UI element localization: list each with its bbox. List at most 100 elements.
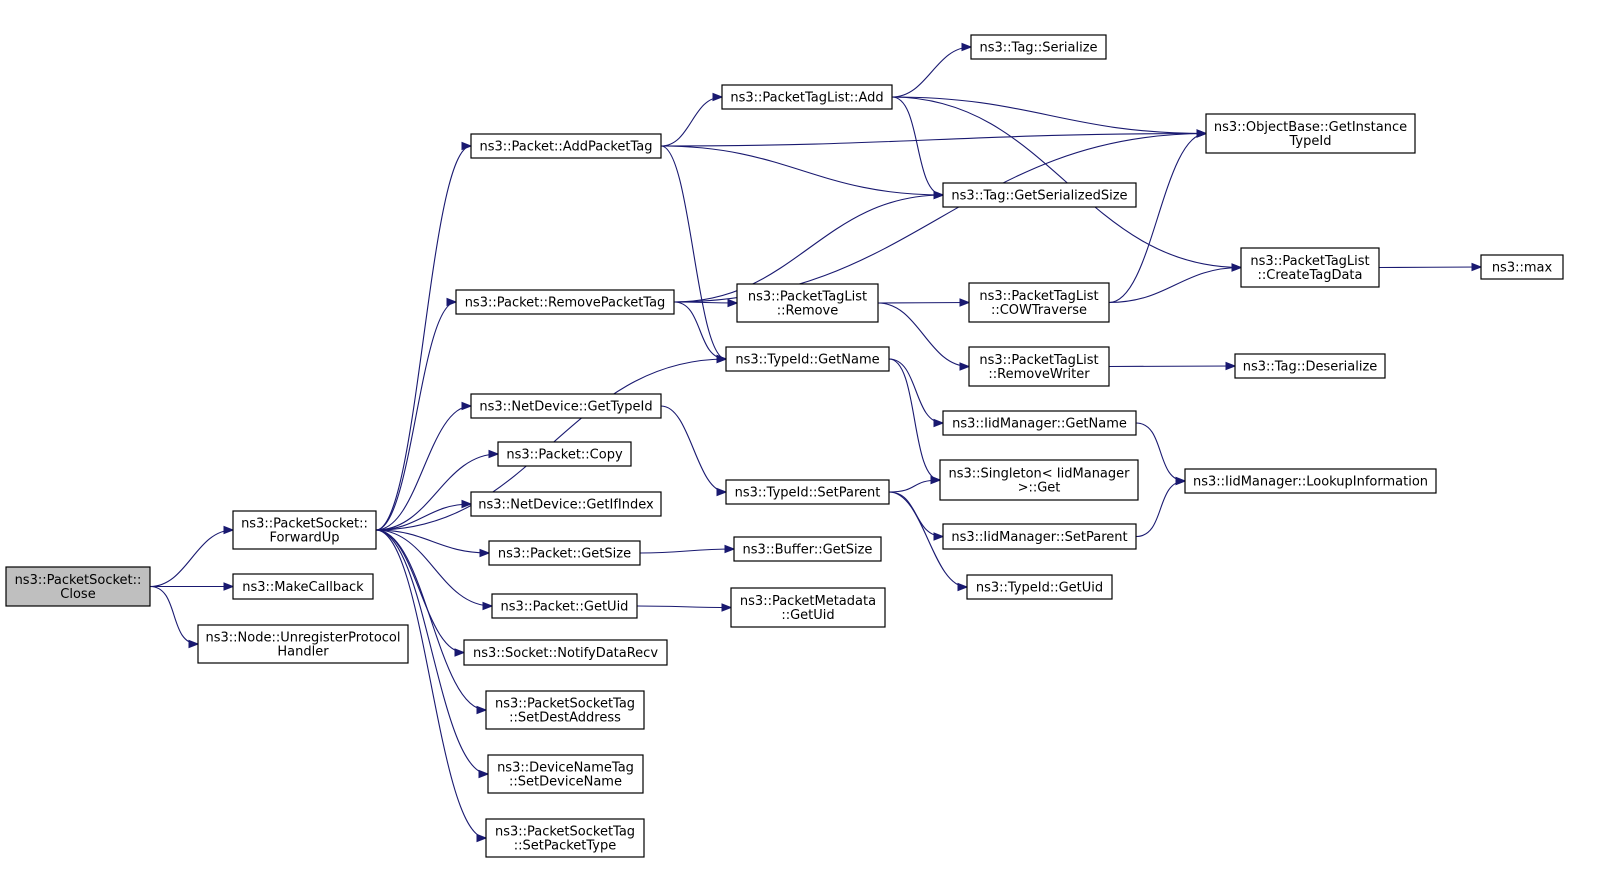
node-label: ns3::Packet::AddPacketTag: [479, 140, 652, 155]
node-iid_setparent[interactable]: ns3::IidManager::SetParent: [942, 523, 1137, 550]
node-label: ::CreateTagData: [1257, 268, 1362, 283]
node-box: [970, 34, 1107, 60]
node-setdestaddress[interactable]: ns3::PacketSocketTag::SetDestAddress: [485, 690, 645, 730]
node-label: ns3::DeviceNameTag: [497, 761, 634, 776]
edge-line: [375, 529, 493, 607]
edge-forwardup-to-addpackettag: [375, 141, 473, 531]
node-label: ns3::TypeId::GetUid: [976, 581, 1103, 596]
node-box: [725, 346, 890, 372]
nodes-layer: ns3::PacketSocket::Closens3::PacketSocke…: [5, 34, 1564, 858]
edge-createtagdata-to-max: [1378, 262, 1483, 272]
edge-packet_getsize-to-buffer_getsize: [639, 544, 736, 554]
node-label: ns3::PacketSocket::: [15, 573, 142, 588]
node-makecallback[interactable]: ns3::MakeCallback: [232, 573, 374, 600]
node-netdev_getifindex[interactable]: ns3::NetDevice::GetIfIndex: [470, 491, 662, 517]
edge-typeid_getname-to-singleton_get: [888, 358, 942, 485]
edge-line: [660, 145, 727, 360]
arrowhead-icon: [716, 487, 728, 497]
node-label: ns3::Tag::GetSerializedSize: [951, 189, 1127, 204]
node-forwardup[interactable]: ns3::PacketSocket::ForwardUp: [232, 510, 377, 550]
arrowhead-icon: [727, 298, 739, 308]
arrowhead-icon: [1471, 262, 1483, 272]
node-removewriter[interactable]: ns3::PacketTagList::RemoveWriter: [968, 346, 1110, 387]
node-label: ns3::PacketMetadata: [740, 594, 876, 609]
node-tag_getserializedsize[interactable]: ns3::Tag::GetSerializedSize: [942, 182, 1137, 208]
node-label: ns3::IidManager::GetName: [952, 417, 1127, 432]
edge-line: [375, 453, 499, 531]
node-typeid_getname[interactable]: ns3::TypeId::GetName: [725, 346, 890, 372]
node-label: ns3::PacketTagList: [748, 290, 867, 305]
node-tag_serialize[interactable]: ns3::Tag::Serialize: [970, 34, 1107, 60]
node-close[interactable]: ns3::PacketSocket::Close: [5, 566, 151, 607]
edge-line: [375, 301, 457, 531]
node-packet_copy[interactable]: ns3::Packet::Copy: [497, 441, 632, 467]
node-singleton_get[interactable]: ns3::Singleton< IidManager>::Get: [939, 459, 1139, 501]
node-metadata_getuid[interactable]: ns3::PacketMetadata::GetUid: [730, 587, 886, 628]
edge-taglist_remove-to-removewriter: [877, 302, 971, 371]
edge-close-to-unregister: [149, 585, 200, 649]
edge-line: [375, 405, 472, 531]
node-taglist_add[interactable]: ns3::PacketTagList::Add: [721, 84, 893, 110]
node-label: ns3::Tag::Serialize: [979, 41, 1097, 56]
node-label: ns3::PacketSocketTag: [495, 697, 635, 712]
node-lookupinformation[interactable]: ns3::IidManager::LookupInformation: [1184, 468, 1437, 494]
arrowhead-icon: [933, 190, 945, 200]
node-typeid_getuid[interactable]: ns3::TypeId::GetUid: [966, 574, 1113, 600]
node-taglist_remove[interactable]: ns3::PacketTagList::Remove: [736, 283, 879, 323]
edge-line: [888, 358, 941, 481]
node-label: >::Get: [1018, 481, 1061, 496]
node-max[interactable]: ns3::max: [1480, 254, 1564, 280]
node-box: [485, 818, 645, 858]
edge-line: [673, 132, 1207, 303]
edge-forwardup-to-packet_getsize: [375, 529, 491, 558]
node-box: [1480, 254, 1564, 280]
arrowhead-icon: [1231, 263, 1243, 272]
node-label: Close: [60, 587, 95, 602]
node-packet_getuid[interactable]: ns3::Packet::GetUid: [491, 593, 638, 619]
edge-line: [375, 145, 472, 531]
arrowhead-icon: [1196, 129, 1208, 138]
edge-line: [1108, 266, 1242, 304]
edge-packet_getuid-to-metadata_getuid: [636, 603, 733, 612]
edge-typeid_setparent-to-singleton_get: [888, 475, 942, 493]
node-label: ::Remove: [777, 304, 839, 319]
edge-line: [660, 132, 1207, 147]
arrowhead-icon: [461, 401, 473, 411]
node-notifydatarecv[interactable]: ns3::Socket::NotifyDataRecv: [463, 639, 668, 666]
node-label: ns3::ObjectBase::GetInstance: [1214, 120, 1407, 135]
arrowhead-icon: [482, 601, 494, 611]
node-box: [197, 624, 409, 664]
node-setdevicename[interactable]: ns3::DeviceNameTag::SetDeviceName: [487, 754, 644, 794]
node-iid_getname[interactable]: ns3::IidManager::GetName: [942, 410, 1137, 436]
arrowhead-icon: [933, 418, 945, 428]
edge-line: [891, 96, 1207, 135]
edge-removepackettag-to-typeid_getname: [673, 301, 728, 364]
node-buffer_getsize[interactable]: ns3::Buffer::GetSize: [733, 536, 882, 562]
node-label: ::SetDeviceName: [509, 775, 622, 790]
node-netdev_gettypeid[interactable]: ns3::NetDevice::GetTypeId: [470, 393, 662, 419]
edge-forwardup-to-removepackettag: [375, 297, 458, 531]
node-packet_getsize[interactable]: ns3::Packet::GetSize: [488, 540, 641, 566]
node-box: [470, 393, 662, 419]
node-setpackettype[interactable]: ns3::PacketSocketTag::SetPacketType: [485, 818, 645, 858]
node-createtagdata[interactable]: ns3::PacketTagList::CreateTagData: [1240, 247, 1380, 288]
node-removepackettag[interactable]: ns3::Packet::RemovePacketTag: [455, 289, 675, 315]
edge-line: [891, 46, 972, 98]
node-box: [721, 84, 893, 110]
edge-cowtraverse-to-createtagdata: [1108, 263, 1243, 304]
node-typeid_setparent[interactable]: ns3::TypeId::SetParent: [725, 479, 890, 505]
node-label: ns3::MakeCallback: [242, 580, 364, 595]
node-addpackettag[interactable]: ns3::Packet::AddPacketTag: [470, 133, 662, 159]
node-box: [968, 282, 1110, 323]
node-tag_deserialize[interactable]: ns3::Tag::Deserialize: [1234, 353, 1386, 379]
node-cowtraverse[interactable]: ns3::PacketTagList::COWTraverse: [968, 282, 1110, 323]
arrowhead-icon: [223, 582, 235, 591]
arrowhead-icon: [488, 449, 500, 459]
arrowhead-icon: [712, 92, 724, 102]
node-label: ForwardUp: [269, 531, 339, 546]
node-box: [942, 523, 1137, 550]
node-box: [733, 536, 882, 562]
edge-addpackettag-to-tag_getserializedsize: [660, 145, 945, 200]
